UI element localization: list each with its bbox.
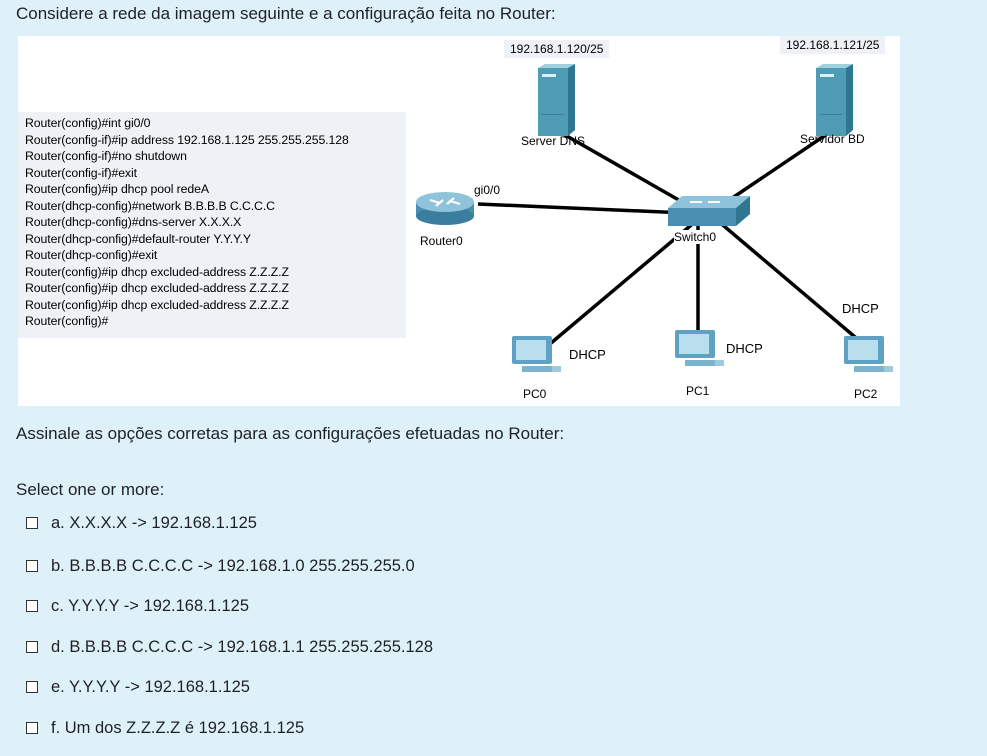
network-topology	[416, 64, 893, 372]
switch-icon	[668, 196, 750, 226]
option-c-label: c. Y.Y.Y.Y -> 192.168.1.125	[51, 596, 250, 615]
config-line: Router(config)#int gi0/0	[25, 116, 151, 130]
config-line: Router(config)#ip dhcp excluded-address …	[25, 281, 289, 295]
pc-icon	[512, 336, 561, 372]
server-bd-ip-label: 192.168.1.121/25	[780, 36, 886, 54]
option-c[interactable]: c. Y.Y.Y.Y -> 192.168.1.125	[26, 594, 249, 618]
server-icon	[816, 64, 853, 136]
checkbox-e[interactable]	[26, 681, 38, 693]
switch-name-label: Switch0	[674, 230, 717, 244]
option-b-label: b. B.B.B.B C.C.C.C -> 192.168.1.0 255.25…	[51, 556, 415, 575]
select-instruction: Select one or more:	[16, 480, 165, 499]
option-e[interactable]: e. Y.Y.Y.Y -> 192.168.1.125	[26, 675, 250, 699]
config-line: Router(dhcp-config)#exit	[25, 248, 158, 262]
pc0-dhcp-label: DHCP	[566, 346, 609, 363]
option-d-label: d. B.B.B.B C.C.C.C -> 192.168.1.1 255.25…	[51, 637, 434, 656]
config-line: Router(config-if)#no shutdown	[25, 149, 187, 163]
router-icon	[416, 192, 474, 225]
router-interface-label: gi0/0	[474, 183, 501, 197]
option-a[interactable]: a. X.X.X.X -> 192.168.1.125	[26, 511, 257, 535]
checkbox-d[interactable]	[26, 641, 38, 653]
checkbox-a[interactable]	[26, 517, 38, 529]
router-name-label: Router0	[420, 234, 463, 248]
link-dns-switch	[557, 129, 699, 213]
config-line: Router(dhcp-config)#default-router Y.Y.Y…	[25, 231, 251, 246]
checkbox-b[interactable]	[26, 560, 38, 572]
config-line: Router(config-if)#ip address 192.168.1.1…	[25, 132, 349, 147]
config-line: Router(config)#	[25, 314, 109, 328]
option-f[interactable]: f. Um dos Z.Z.Z.Z é 192.168.1.125	[26, 716, 304, 740]
link-router-switch	[477, 202, 687, 215]
option-a-label: a. X.X.X.X -> 192.168.1.125	[51, 513, 257, 532]
server-dns-name-label: Server DNS	[521, 134, 586, 148]
config-line: Router(config)#ip dhcp excluded-address …	[25, 297, 289, 312]
server-icon	[538, 64, 575, 136]
checkbox-f[interactable]	[26, 722, 38, 734]
pc-icon	[844, 336, 893, 372]
config-line: Router(config)#ip dhcp pool redeA	[25, 182, 209, 196]
pc1-name-label: PC1	[686, 384, 710, 398]
pc1-dhcp-label: DHCP	[723, 340, 766, 357]
pc2-dhcp-label: DHCP	[839, 300, 882, 317]
question-prompt: Assinale as opções corretas para as conf…	[16, 424, 565, 443]
option-b[interactable]: b. B.B.B.B C.C.C.C -> 192.168.1.0 255.25…	[26, 554, 415, 578]
pc0-name-label: PC0	[523, 387, 547, 401]
pc2-name-label: PC2	[854, 387, 878, 401]
question-text: Considere a rede da imagem seguinte e a …	[16, 4, 556, 23]
link-pc0-switch	[536, 219, 698, 356]
network-figure: Router(config)#int gi0/0 Router(config-i…	[18, 36, 900, 406]
router-config-listing: Router(config)#int gi0/0 Router(config-i…	[18, 112, 406, 338]
option-e-label: e. Y.Y.Y.Y -> 192.168.1.125	[51, 677, 250, 696]
pc-icon	[675, 330, 724, 366]
server-bd-name-label: Servidor BD	[800, 132, 865, 146]
checkbox-c[interactable]	[26, 600, 38, 612]
server-dns-ip-label: 192.168.1.120/25	[504, 40, 610, 58]
option-d[interactable]: d. B.B.B.B C.C.C.C -> 192.168.1.1 255.25…	[26, 635, 433, 659]
config-line: Router(config)#ip dhcp excluded-address …	[25, 264, 289, 279]
config-line: Router(dhcp-config)#dns-server X.X.X.X	[25, 215, 242, 229]
option-f-label: f. Um dos Z.Z.Z.Z é 192.168.1.125	[51, 718, 305, 737]
config-line: Router(config-if)#exit	[25, 165, 137, 180]
link-pc2-switch	[716, 219, 870, 350]
config-line: Router(dhcp-config)#network B.B.B.B C.C.…	[25, 198, 275, 213]
